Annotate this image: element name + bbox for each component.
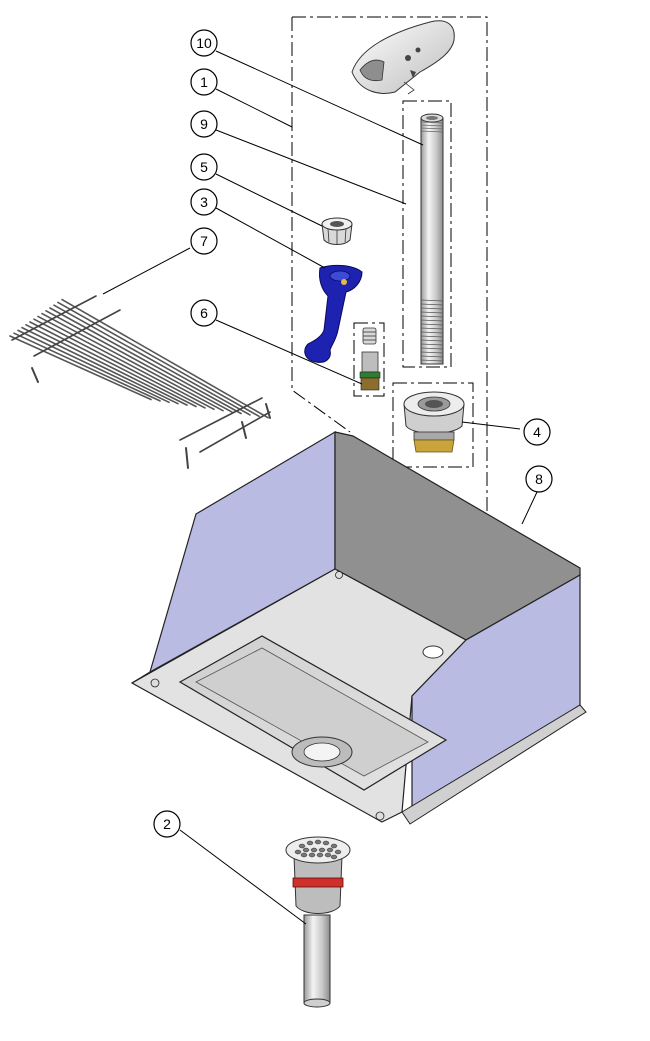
leader-7	[102, 247, 191, 295]
handle-lever-icon	[304, 264, 363, 363]
callout-4: 4	[523, 418, 551, 446]
leader-1	[215, 88, 293, 128]
leader-4	[461, 421, 521, 430]
assembly-boundary	[291, 16, 488, 514]
leader-9	[215, 129, 407, 205]
drain-assembly-icon	[285, 836, 351, 1008]
callout-9: 9	[190, 110, 218, 138]
wire-grate-icon	[9, 295, 271, 469]
callouts: 10 1 9 5 3 7 6 4	[153, 29, 553, 838]
callout-2: 2	[153, 810, 181, 838]
callout-1: 1	[190, 68, 218, 96]
svg-text:6: 6	[200, 305, 208, 321]
svg-text:10: 10	[196, 35, 212, 51]
svg-text:7: 7	[200, 233, 208, 249]
leader-8	[521, 491, 538, 525]
callout-8: 8	[525, 465, 553, 493]
callout-7: 7	[190, 227, 218, 255]
svg-text:9: 9	[200, 116, 208, 132]
supply-fitting-icon	[403, 391, 465, 453]
svg-text:5: 5	[200, 159, 208, 175]
riser-pipe-icon	[420, 113, 444, 365]
valve-cartridge-icon	[359, 327, 381, 391]
bubbler-head-icon	[351, 20, 455, 95]
leader-3	[215, 207, 326, 269]
nut-icon	[321, 217, 353, 245]
svg-text:3: 3	[200, 194, 208, 210]
leader-2	[179, 829, 307, 925]
svg-text:2: 2	[163, 816, 171, 832]
sink-basin-icon	[130, 430, 587, 825]
callout-3: 3	[190, 188, 218, 216]
svg-text:4: 4	[533, 424, 541, 440]
svg-text:1: 1	[200, 74, 208, 90]
svg-text:8: 8	[535, 471, 543, 487]
callout-6: 6	[190, 299, 218, 327]
leader-10	[215, 50, 424, 146]
leader-5	[215, 173, 323, 227]
callout-10: 10	[190, 29, 218, 57]
leader-lines	[102, 50, 538, 925]
callout-5: 5	[190, 153, 218, 181]
leader-6	[215, 319, 363, 385]
